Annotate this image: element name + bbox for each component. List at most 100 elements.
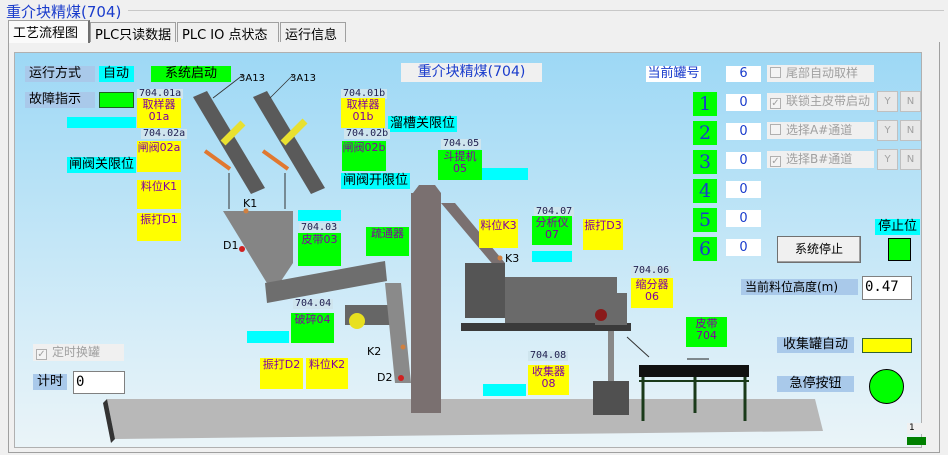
unit-tag: 704.02a <box>141 128 188 139</box>
unit-tag: 704.01b <box>341 88 388 99</box>
equip-label-3a13-a: 3A13 <box>239 73 265 84</box>
checkbox-box: ✓ <box>770 156 781 167</box>
gate-valve-02a[interactable]: 闸阀02a <box>137 141 181 172</box>
tab-run-info[interactable]: 运行信息 <box>280 22 346 43</box>
chute-a <box>193 91 265 194</box>
unit-name: 取样器 <box>346 98 380 111</box>
chute-closed-limit-label: 溜槽关限位 <box>388 116 458 132</box>
tank-number-6: 6 <box>693 237 717 261</box>
system-start-indicator: 系统启动 <box>151 66 231 82</box>
tank-value-6: 0 <box>726 239 761 256</box>
tab-plc-io[interactable]: PLC IO 点状态 <box>177 22 279 43</box>
collector-status-bar <box>483 384 526 396</box>
vibrator-d1[interactable]: 振打D1 <box>137 213 181 241</box>
analyzer-feeder <box>465 263 505 318</box>
equip-label-3a13-b: 3A13 <box>290 73 316 84</box>
tank-number-2: 2 <box>693 121 717 145</box>
crusher-04[interactable]: 破碎04 <box>291 313 334 343</box>
hopper <box>223 211 293 293</box>
run-mode-label: 运行方式 <box>25 66 95 82</box>
belt-704 <box>639 365 749 377</box>
tank-number-1: 1 <box>693 92 717 116</box>
unit-tag: 704.04 <box>293 298 334 309</box>
level-height-field[interactable]: 0.47 <box>862 276 912 300</box>
unit-tag: 704.07 <box>534 206 575 217</box>
unit-tag: 704.08 <box>528 350 569 361</box>
belt-03[interactable]: 皮带03 <box>298 233 341 266</box>
tab-plc-readonly[interactable]: PLC只读数据 <box>90 22 176 43</box>
unit-tag: 704.05 <box>441 138 482 149</box>
chute-b <box>253 91 325 194</box>
channel-a-no-button[interactable]: N <box>900 120 921 141</box>
tank-number-5: 5 <box>693 208 717 232</box>
timer-field[interactable]: 0 <box>73 371 125 394</box>
unit-name: 分析仪 <box>535 216 569 229</box>
unit-sub: 08 <box>541 377 556 390</box>
vibrator-d3[interactable]: 振打D3 <box>583 219 623 250</box>
unit-name: 收集器 <box>532 365 565 378</box>
interlock-no-button[interactable]: N <box>900 91 921 112</box>
unit-sub: 05 <box>453 162 467 175</box>
gate-closed-limit-label: 闸阀关限位 <box>67 157 137 173</box>
screw-conveyor <box>265 261 387 303</box>
unit-name: 斗提机 <box>443 150 477 163</box>
unit-name: 取样器 <box>142 98 176 111</box>
checkbox-box: ✓ <box>770 98 781 109</box>
tail-auto-sample-checkbox[interactable]: 尾部自动取样 <box>767 65 874 82</box>
tab-process-flow[interactable]: 工艺流程图 <box>8 20 90 43</box>
select-channel-a-checkbox[interactable]: 选择A#通道 <box>767 122 874 139</box>
emergency-stop-indicator[interactable] <box>869 369 904 404</box>
unit-sub: 704 <box>696 329 717 342</box>
stop-position-label: 停止位 <box>875 219 921 235</box>
level-k2[interactable]: 料位K2 <box>306 358 348 389</box>
unit-tag: 704.03 <box>299 222 340 233</box>
interlock-main-belt-checkbox[interactable]: ✓联锁主皮带启动 <box>767 93 874 110</box>
run-mode-value: 自动 <box>99 66 134 82</box>
level-k3[interactable]: 料位K3 <box>479 219 518 248</box>
dredger[interactable]: 疏通器 <box>366 227 409 256</box>
timer-label: 计时 <box>33 374 67 390</box>
floor-platform <box>107 399 823 439</box>
channel-b-no-button[interactable]: N <box>900 149 921 170</box>
checkbox-box: ✓ <box>36 349 47 360</box>
checkbox-box <box>770 124 781 135</box>
stop-position-indicator <box>888 238 911 261</box>
tank-number-4: 4 <box>693 179 717 203</box>
unit-sub: 01b <box>352 110 374 123</box>
fault-label: 故障指示 <box>25 92 95 108</box>
corner-value: 1 <box>907 423 925 434</box>
equip-label-d1: D1 <box>223 239 239 252</box>
tank-value-1: 0 <box>726 94 761 111</box>
tab-body-border <box>8 42 940 453</box>
gate-valve-02b[interactable]: 闸阀02b <box>342 141 386 171</box>
tank-value-2: 0 <box>726 123 761 140</box>
bucket-elevator <box>411 193 441 413</box>
interlock-yes-button[interactable]: Y <box>877 91 898 112</box>
current-tank-label: 当前罐号 <box>646 66 701 82</box>
channel-a-yes-button[interactable]: Y <box>877 120 898 141</box>
collect-auto-indicator <box>862 338 912 353</box>
system-stop-button[interactable]: 系统停止 <box>777 236 861 263</box>
tank-number-3: 3 <box>693 150 717 174</box>
diagram-title: 重介块精煤(704) <box>401 63 542 82</box>
select-channel-b-checkbox[interactable]: ✓选择B#通道 <box>767 151 874 168</box>
limit-indicator-a <box>67 117 136 128</box>
timed-switch-checkbox[interactable]: ✓定时换罐 <box>33 344 124 361</box>
emergency-stop-label: 急停按钮 <box>777 376 854 392</box>
level-k1[interactable]: 料位K1 <box>137 180 181 209</box>
crusher-status-bar <box>247 331 289 343</box>
vibrator-d2[interactable]: 振打D2 <box>260 358 303 389</box>
unit-sub: 07 <box>545 228 559 241</box>
channel-b-yes-button[interactable]: Y <box>877 149 898 170</box>
unit-tag: 704.02b <box>344 128 391 139</box>
checkbox-label: 选择A#通道 <box>786 123 853 137</box>
tank-value-5: 0 <box>726 210 761 227</box>
current-tank-value: 6 <box>726 66 761 82</box>
